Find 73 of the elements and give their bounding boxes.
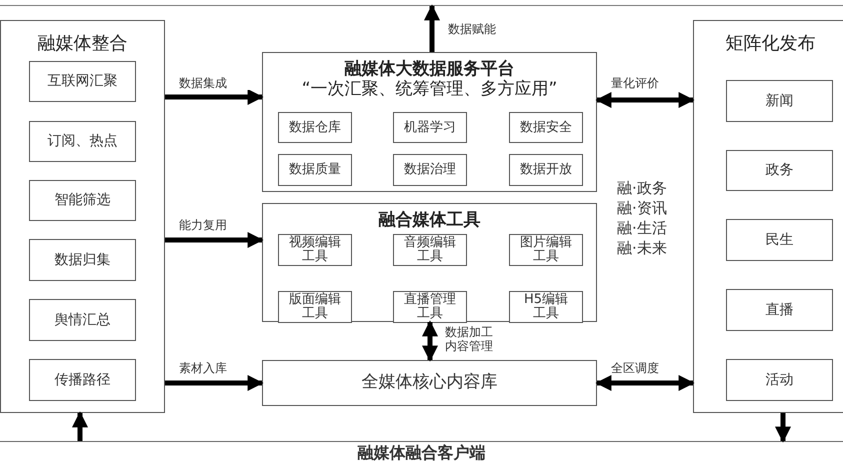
item-label: 民生 — [766, 230, 794, 250]
item-label: 视频编辑工具 — [288, 236, 342, 264]
item-label: 互联网汇聚 — [48, 72, 118, 91]
panel-box — [262, 52, 597, 192]
panel-subtitle: “一次汇聚、统筹管理、多方应用” — [300, 81, 558, 98]
arrow — [165, 232, 264, 248]
item-box — [726, 219, 833, 261]
item-label: 数据仓库 — [288, 120, 342, 134]
arrow — [72, 411, 88, 441]
item-label: 直播管理工具 — [403, 293, 457, 321]
arrow — [165, 89, 264, 105]
panel-box — [262, 203, 597, 322]
item-label: 数据开放 — [519, 163, 573, 177]
item-box — [393, 291, 467, 323]
item-label: 舆情汇总 — [54, 310, 110, 330]
item-box — [29, 239, 136, 281]
item-label: H5编辑工具 — [522, 293, 570, 321]
panel-title: 矩阵化发布 — [724, 35, 816, 53]
arrow — [422, 320, 438, 362]
item-box — [278, 112, 352, 143]
arrow — [165, 375, 264, 391]
arrow — [595, 375, 695, 391]
slogan-text: 融·未来 — [617, 238, 667, 258]
item-label: 数据安全 — [519, 120, 573, 134]
item-box — [726, 359, 833, 401]
item-box — [393, 112, 467, 143]
item-box — [278, 291, 352, 323]
item-box — [278, 154, 352, 186]
item-label: 音频编辑工具 — [403, 236, 457, 264]
item-box — [726, 289, 833, 331]
panel-box — [693, 20, 843, 413]
panel-box — [0, 20, 165, 413]
item-box — [393, 234, 467, 266]
slogan-text: 融·资讯 — [617, 198, 667, 218]
item-box — [393, 154, 467, 186]
item-box — [29, 61, 136, 102]
item-label: 传播路径 — [54, 370, 110, 390]
item-label: 新闻 — [766, 92, 794, 110]
item-label: 直播 — [766, 300, 794, 320]
item-label: 智能筛选 — [54, 191, 110, 210]
item-label: 图片编辑工具 — [519, 236, 573, 264]
edge-label: 数据集成 — [178, 76, 250, 90]
slogan-text: 融·生活 — [617, 218, 667, 238]
item-box — [509, 291, 583, 323]
item-label: 全媒体核心内容库 — [362, 371, 498, 394]
item-label: 版面编辑工具 — [288, 293, 342, 321]
arrow — [775, 413, 791, 443]
item-box — [29, 299, 136, 341]
item-box — [726, 80, 833, 122]
arrow — [424, 4, 440, 52]
item-box — [726, 150, 833, 191]
item-label: 机器学习 — [403, 120, 457, 134]
item-box — [29, 180, 136, 221]
edge-label: 数据加工内容管理 — [444, 325, 495, 353]
band-title: 融媒体融合客户端 — [358, 442, 486, 464]
item-box — [29, 121, 136, 162]
item-label: 订阅、热点 — [48, 132, 118, 151]
item-label: 数据归集 — [54, 250, 110, 270]
item-box — [509, 234, 583, 266]
item-box — [262, 360, 597, 406]
panel-title: 融媒体整合 — [36, 35, 128, 53]
item-box — [509, 154, 583, 186]
item-box — [278, 234, 352, 266]
slogan-text: 融·政务 — [617, 178, 667, 198]
arrow — [595, 92, 695, 108]
item-box — [509, 112, 583, 143]
item-label: 数据质量 — [288, 163, 342, 177]
panel-title: 融合媒体工具 — [378, 212, 482, 229]
item-box — [29, 359, 136, 401]
item-label: 政务 — [766, 161, 794, 180]
item-label: 数据治理 — [403, 163, 457, 177]
panel-title: 融媒体大数据服务平台 — [344, 61, 516, 78]
item-label: 活动 — [766, 370, 794, 390]
